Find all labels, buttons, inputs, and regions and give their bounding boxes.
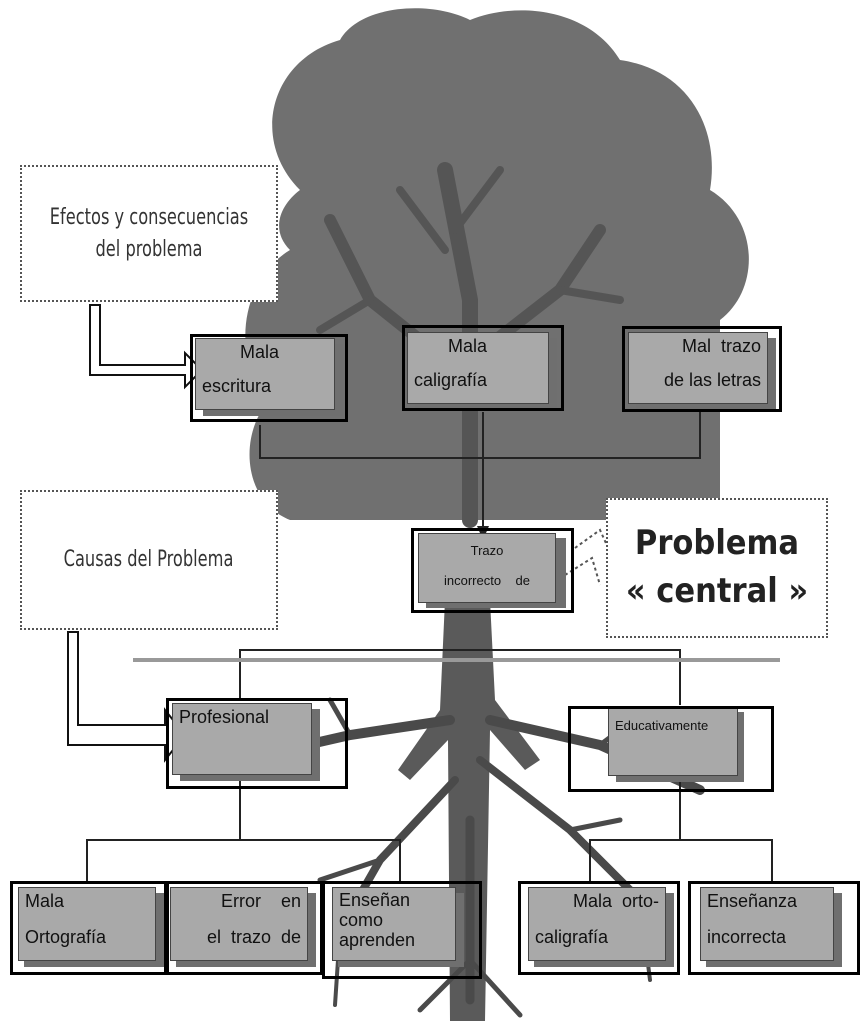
root-box-line1: Enseñan	[339, 890, 411, 910]
cause-box-text: Profesional	[179, 707, 270, 727]
cause-box-profesional: Profesional	[172, 703, 324, 781]
effects-arrow	[89, 304, 204, 390]
effect-box-line1: Mal trazo	[681, 336, 761, 356]
effect-box-line2: de las letras	[663, 369, 761, 390]
effect-box-line1: Mala	[240, 342, 280, 362]
core-problem-frame	[411, 528, 574, 613]
effect-box-line1: Mala	[448, 336, 488, 356]
cause-box-educativamente: Educativamente	[608, 706, 748, 782]
effect-box-line2: escritura	[202, 375, 272, 396]
cause-frame-educativamente	[568, 706, 774, 792]
root-frame-orto-caligrafia	[518, 881, 680, 975]
root-box-line2: el trazo de	[206, 926, 301, 947]
root-box-ensenanza: Enseñanza incorrecta	[700, 887, 846, 967]
effect-box-mala-caligrafia: Mala caligrafía	[407, 332, 559, 412]
root-box-line3: aprenden	[339, 929, 416, 950]
effects-note-text: Efectos y consecuencias del problema	[49, 204, 249, 262]
central-title-line2: « central »	[625, 571, 809, 611]
root-box-line1: Enseñanza	[707, 891, 798, 911]
effect-frame-mala-caligrafia	[402, 325, 564, 411]
effect-box-mala-escritura: Mala escritura	[195, 338, 345, 418]
root-box-line1: Error en	[220, 891, 301, 911]
root-box-line2: incorrecta	[707, 926, 787, 947]
central-problem-note: Problema « central »	[606, 498, 828, 638]
effects-note: Efectos y consecuencias del problema	[20, 165, 278, 302]
root-box-line1: Mala orto-	[572, 891, 659, 911]
root-box-line1: Mala	[25, 891, 65, 911]
core-box-line2: incorrecto de	[444, 572, 530, 588]
tree-trunk	[398, 600, 540, 1021]
tree-canopy	[245, 8, 749, 520]
effect-frame-mal-trazo	[622, 326, 782, 412]
core-box-line1: Trazo	[470, 543, 504, 558]
root-box-line2: Ortografía	[25, 926, 107, 947]
central-connectors	[564, 528, 611, 586]
root-box-ensenan: Enseñan como aprenden	[332, 887, 466, 967]
root-box-orto-caligrafia: Mala orto- caligrafía	[528, 887, 676, 967]
root-box-mala-ortografia: Mala Ortografía	[18, 887, 168, 967]
effect-box-line2: caligrafía	[414, 369, 488, 390]
causes-note-text: Causas del Problema	[64, 547, 234, 573]
root-frame-ensenan	[322, 881, 482, 979]
root-box-error-trazo: Error en el trazo de	[170, 887, 320, 967]
effect-frame-mala-escritura	[190, 334, 348, 422]
root-frame-error-trazo	[166, 881, 323, 975]
root-frame-ensenanza	[688, 881, 860, 975]
effect-box-mal-trazo: Mal trazo de las letras	[628, 332, 778, 412]
root-frame-mala-ortografia	[10, 881, 167, 975]
core-problem-box: Trazo incorrecto de	[418, 533, 570, 609]
cause-frame-profesional	[166, 698, 348, 789]
central-title-line1: Problema	[634, 523, 800, 564]
root-box-line2: caligrafía	[535, 926, 609, 947]
causes-note: Causas del Problema	[20, 490, 278, 630]
cause-box-text: Educativamente	[615, 718, 709, 733]
root-box-line2: como	[339, 909, 384, 930]
